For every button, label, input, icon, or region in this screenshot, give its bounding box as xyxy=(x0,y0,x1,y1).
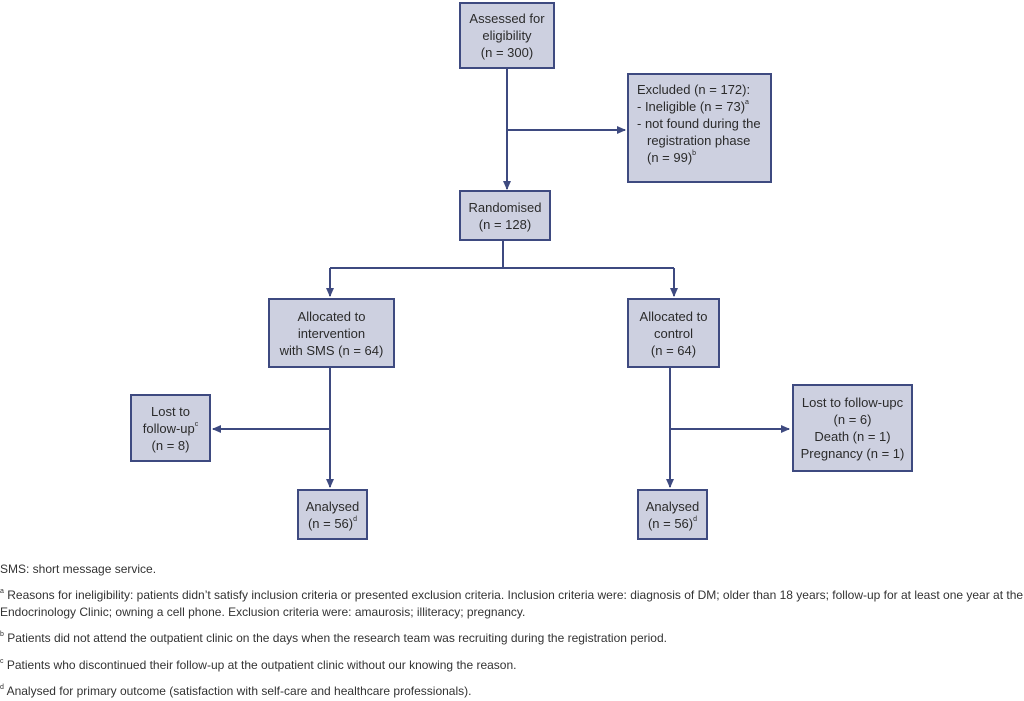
note-c: c Patients who discontinued their follow… xyxy=(0,657,516,673)
lost-right-line-3: Death (n = 1) xyxy=(814,429,891,444)
analysed-left-line-2: (n = 56) xyxy=(307,515,354,531)
box-lost-followup-control: Lost to follow-upc (n = 6) Death (n = 1)… xyxy=(792,384,913,472)
lost-right-line-2: (n = 6) xyxy=(833,412,872,427)
note-a-text-1: Reasons for ineligibility: patients didn… xyxy=(7,588,1024,602)
excluded-line-5: (n = 99) xyxy=(647,150,693,165)
note-d-marker: d xyxy=(0,684,4,691)
excluded-line-3: - not found during the xyxy=(637,116,761,131)
note-c-text: Patients who discontinued their follow-u… xyxy=(6,658,517,672)
note-c-marker: c xyxy=(0,658,4,665)
box-excluded: Excluded (n = 172): - Ineligible (n = 73… xyxy=(627,73,772,183)
analysed-left-footnote-d: d xyxy=(353,515,358,523)
flow-connectors xyxy=(212,69,790,488)
analysed-left-line-1: Analysed xyxy=(305,498,360,514)
excluded-line-2: - Ineligible (n = 73) xyxy=(637,99,746,114)
excluded-line-1: Excluded (n = 172): xyxy=(637,82,751,97)
lost-left-line-2: follow-up xyxy=(142,420,195,436)
lost-left-footnote-c: c xyxy=(194,420,199,428)
box-randomised: Randomised (n = 128) xyxy=(459,190,551,241)
consort-flow-diagram: Assessed for eligibility (n = 300) Exclu… xyxy=(130,2,913,540)
note-b: b Patients did not attend the outpatient… xyxy=(0,630,667,646)
box-lost-followup-intervention: Lost to follow-upc (n = 8) xyxy=(130,394,211,462)
analysed-right-footnote-d: d xyxy=(693,515,698,523)
note-b-text: Patients did not attend the outpatient c… xyxy=(7,631,667,645)
control-line-3: (n = 64) xyxy=(650,342,697,358)
note-b-marker: b xyxy=(0,631,4,638)
control-line-2: control xyxy=(653,325,694,341)
analysed-right-line-2: (n = 56) xyxy=(647,515,694,531)
box-assessed: Assessed for eligibility (n = 300) xyxy=(459,2,555,69)
lost-left-line-3: (n = 8) xyxy=(151,437,190,453)
excluded-footnote-a: a xyxy=(745,99,749,106)
analysed-right-line-1: Analysed xyxy=(645,498,700,514)
randomised-line-2: (n = 128) xyxy=(478,216,532,232)
randomised-line-1: Randomised xyxy=(468,199,542,215)
note-d: d Analysed for primary outcome (satisfac… xyxy=(0,683,471,699)
excluded-footnote-b: b xyxy=(692,150,697,157)
lost-left-line-1: Lost to xyxy=(150,403,191,419)
lost-right-line-4: Pregnancy (n = 1) xyxy=(800,446,905,461)
lost-right-line-1: Lost to follow-upc xyxy=(801,395,904,410)
control-line-1: Allocated to xyxy=(639,308,708,324)
box-analysed-control: Analysed (n = 56)d xyxy=(637,489,708,540)
excluded-line-4: registration phase xyxy=(647,133,751,148)
note-a-line-1: a Reasons for ineligibility: patients di… xyxy=(0,587,1023,603)
box-allocated-intervention: Allocated to intervention with SMS (n = … xyxy=(268,298,395,368)
note-a-marker: a xyxy=(0,588,4,595)
note-a-line-2: Endocrinology Clinic; owning a cell phon… xyxy=(0,605,526,619)
intervention-line-3: with SMS (n = 64) xyxy=(279,342,384,358)
box-allocated-control: Allocated to control (n = 64) xyxy=(627,298,720,368)
note-d-text: Analysed for primary outcome (satisfacti… xyxy=(6,684,472,698)
intervention-line-1: Allocated to xyxy=(297,308,366,324)
assessed-line-3: (n = 300) xyxy=(480,45,534,60)
box-analysed-intervention: Analysed (n = 56)d xyxy=(297,489,368,540)
assessed-line-1: Assessed for xyxy=(469,11,545,26)
note-sms: SMS: short message service. xyxy=(0,562,157,576)
assessed-line-2: eligibility xyxy=(482,28,532,43)
intervention-line-2: intervention xyxy=(297,325,366,341)
